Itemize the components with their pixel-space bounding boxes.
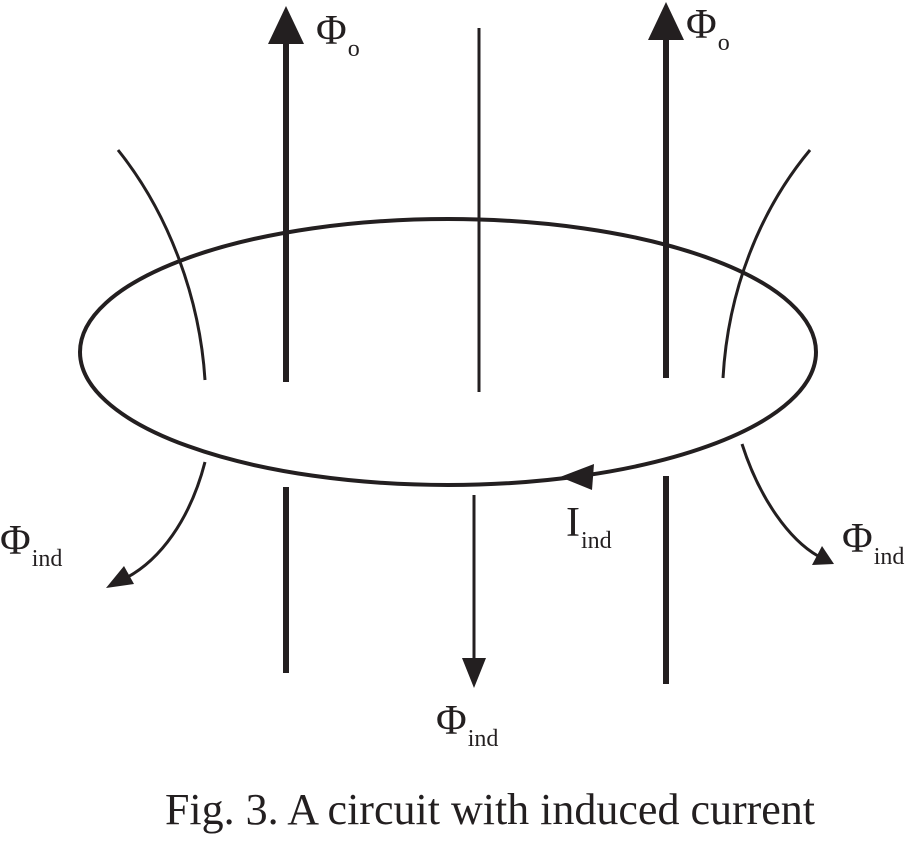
label-phi-o-right: Φo xyxy=(686,2,730,56)
circuit-loop xyxy=(78,217,818,487)
arrowhead-curve-right xyxy=(812,546,834,565)
arrowhead-induced-down xyxy=(462,658,486,688)
curved-arrow-left-lower xyxy=(125,461,207,580)
label-phi-ind-bottom: Φind xyxy=(436,698,499,752)
curved-field-line-right-upper xyxy=(721,149,812,379)
label-phi-ind-left: Φind xyxy=(0,518,63,572)
arrowhead-flux-left xyxy=(268,6,304,44)
figure-caption: Fig. 3. A circuit with induced current xyxy=(164,785,816,834)
label-phi-ind-right: Φind xyxy=(842,516,905,570)
curved-arrow-right-lower xyxy=(740,443,819,558)
arrowhead-current xyxy=(560,464,594,490)
circuit-diagram xyxy=(78,2,834,688)
label-phi-o-left: Φo xyxy=(316,8,360,62)
arrowhead-curve-left xyxy=(106,566,134,588)
label-i-ind: Iind xyxy=(566,500,612,554)
arrowhead-flux-right xyxy=(648,2,684,40)
curved-field-line-left-upper xyxy=(116,149,207,381)
